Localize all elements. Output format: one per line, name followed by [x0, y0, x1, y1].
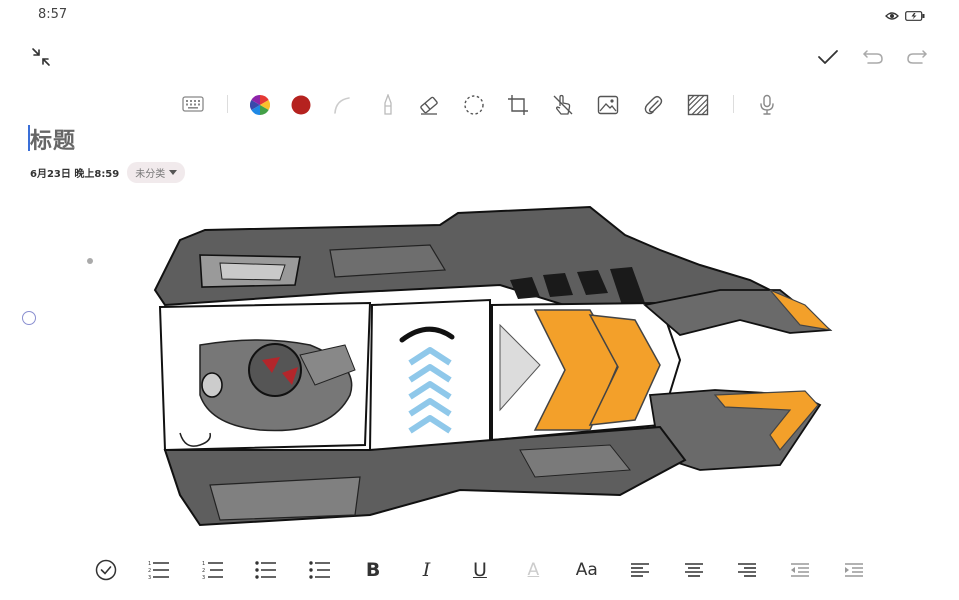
indented-bullet-list-button[interactable]	[304, 555, 336, 585]
color-swatch-icon	[291, 95, 311, 115]
note-date: 6月23日 晚上8:59	[30, 169, 120, 180]
texture-button[interactable]	[685, 92, 711, 118]
floating-handle[interactable]	[22, 311, 36, 325]
indent-icon	[844, 563, 863, 577]
attachment-icon	[644, 95, 663, 115]
ordered-list-icon: 123	[202, 561, 223, 580]
check-icon	[818, 50, 838, 64]
eraser-button[interactable]	[416, 92, 442, 118]
svg-text:2: 2	[202, 568, 205, 574]
stroke-width-button[interactable]	[330, 93, 354, 117]
eye-comfort-icon	[885, 6, 899, 25]
numbered-list-icon: 123	[148, 561, 170, 580]
lasso-select-icon	[464, 95, 484, 115]
status-icons	[885, 6, 925, 25]
svg-text:1: 1	[202, 561, 205, 567]
bold-button[interactable]: B	[365, 559, 381, 581]
toolbar-divider	[733, 95, 734, 113]
outdent-icon	[791, 563, 810, 577]
svg-text:2: 2	[148, 568, 151, 574]
text-color-button[interactable]: A	[527, 560, 540, 580]
collapse-button[interactable]	[28, 44, 54, 70]
bullet-list-icon	[255, 561, 277, 579]
outdent-button[interactable]	[784, 555, 816, 585]
dropdown-arrow-icon	[169, 169, 178, 175]
svg-text:3: 3	[202, 575, 205, 580]
keyboard-icon	[182, 96, 204, 112]
attachment-button[interactable]	[640, 92, 666, 118]
highlighter-button[interactable]	[376, 92, 400, 118]
align-right-icon	[738, 563, 757, 577]
color-wheel-button[interactable]	[248, 93, 272, 117]
finger-draw-button[interactable]	[550, 92, 576, 118]
undo-icon	[862, 50, 883, 64]
align-center-button[interactable]	[678, 555, 710, 585]
toolbar-divider	[227, 95, 228, 113]
italic-button[interactable]: I	[422, 559, 431, 581]
redo-button[interactable]	[904, 44, 930, 70]
svg-text:3: 3	[148, 575, 151, 580]
microphone-icon	[760, 94, 774, 115]
category-dropdown[interactable]: 未分类	[127, 162, 186, 183]
note-title[interactable]: 标题	[28, 123, 77, 155]
current-color-button[interactable]	[289, 93, 313, 117]
confirm-button[interactable]	[814, 44, 842, 70]
text-caret	[28, 125, 30, 151]
texture-fill-icon	[687, 94, 709, 116]
finger-draw-icon	[553, 94, 573, 115]
note-title-text: 标题	[30, 129, 77, 154]
underline-button[interactable]: U	[472, 559, 487, 581]
lasso-button[interactable]	[461, 92, 487, 118]
note-meta: 6月23日 晚上8:59 未分类	[30, 162, 186, 183]
highlighter-icon	[384, 94, 392, 115]
indent-button[interactable]	[838, 555, 870, 585]
undo-button[interactable]	[860, 44, 886, 70]
crop-button[interactable]	[505, 92, 531, 118]
font-size-button[interactable]: Aa	[575, 560, 598, 580]
bullet-list-button[interactable]	[250, 555, 282, 585]
crop-icon	[508, 95, 528, 115]
eraser-icon	[420, 96, 438, 115]
drawing-canvas[interactable]	[140, 195, 840, 540]
align-left-icon	[631, 563, 650, 577]
drag-dot	[87, 258, 93, 264]
pen-stroke-icon	[334, 97, 350, 114]
checklist-icon	[95, 559, 117, 581]
align-left-button[interactable]	[624, 555, 656, 585]
align-right-button[interactable]	[731, 555, 763, 585]
insert-image-button[interactable]	[595, 92, 621, 118]
checklist-button[interactable]	[90, 555, 122, 585]
battery-icon	[905, 6, 925, 25]
collapse-icon	[32, 48, 50, 66]
voice-input-button[interactable]	[754, 92, 780, 118]
status-time: 8:57	[38, 7, 68, 22]
color-wheel-icon	[250, 95, 270, 115]
image-icon	[597, 95, 619, 115]
category-label: 未分类	[135, 169, 166, 180]
svg-text:1: 1	[148, 561, 151, 567]
align-center-icon	[684, 563, 703, 577]
indented-bullet-list-icon	[308, 561, 330, 579]
keyboard-button[interactable]	[180, 92, 206, 116]
redo-icon	[907, 50, 928, 64]
